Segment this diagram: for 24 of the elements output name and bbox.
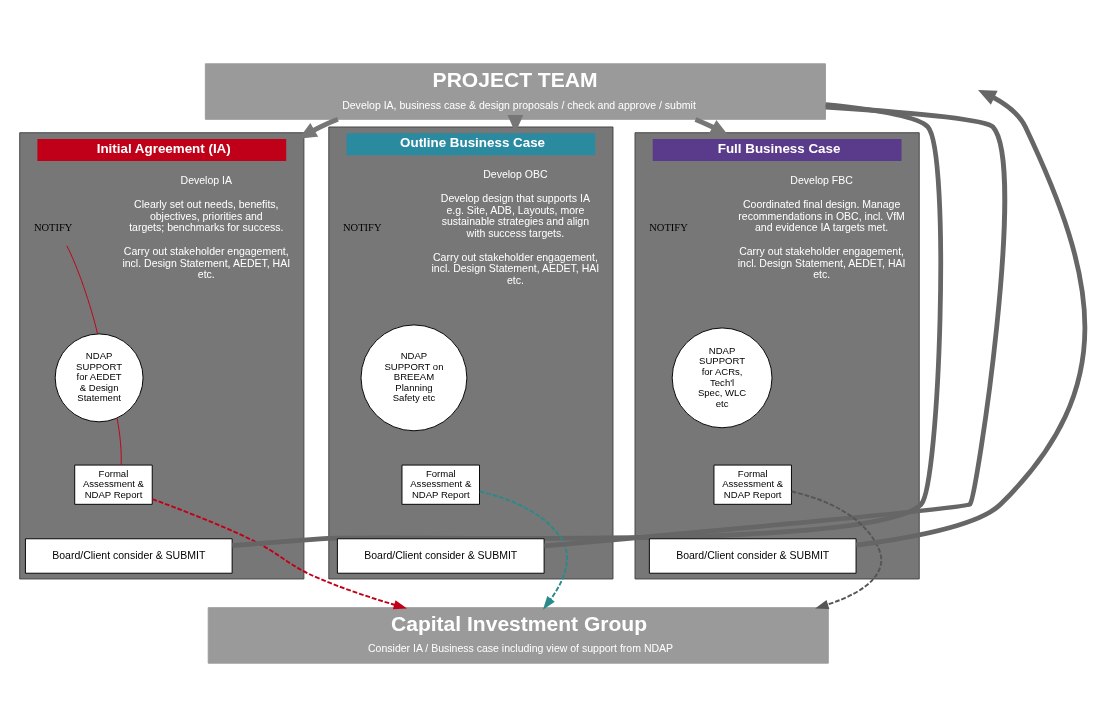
node-circle: NDAP SUPPORT on BREEAM Planning Safety etc bbox=[360, 324, 468, 432]
node-circle: NDAP SUPPORT for AEDET & Design Statement bbox=[54, 333, 144, 423]
arrow bbox=[694, 117, 729, 136]
connector bbox=[116, 417, 122, 466]
node-text: Develop OBC Develop design that supports IA e.g. Site, ADB, Layouts, more sustainable strategies and align with success targets. Carry out stakeholder engagement, incl. Design Statement, AEDET, HAI etc. bbox=[431, 168, 600, 286]
node-circle: NDAP SUPPORT for ACRs, Tech'l Spec, WLC etc bbox=[671, 327, 773, 429]
node-text: Develop FBC Coordinated final design. Manage recommendations in OBC, incl. VfM and evidence IA targets met. Carry out stakeholder engagement, incl. Design Statement, AEDET, HAI etc. bbox=[737, 174, 906, 280]
arrow bbox=[478, 490, 568, 610]
node-text: NOTIFY bbox=[649, 222, 688, 234]
node-box: Formal Assessment & NDAP Report bbox=[401, 464, 480, 505]
node-text: Develop IA Clearly set out needs, benefits, objectives, priorities and targets; benchmarks for success. Carry out stakeholder engagement, incl. Design Statement, AEDET, HAI etc. bbox=[122, 174, 291, 280]
node-box: Board/Client consider & SUBMIT bbox=[648, 538, 857, 574]
node-box: Formal Assessment & NDAP Report bbox=[713, 464, 792, 505]
node-box: Formal Assessment & NDAP Report bbox=[74, 464, 153, 505]
node-box: Board/Client consider & SUBMIT bbox=[24, 538, 233, 574]
connector bbox=[544, 104, 1007, 549]
node-box: Capital Investment Group Consider IA / Business case including view of support from NDAP bbox=[207, 607, 829, 664]
connector bbox=[232, 102, 944, 549]
connector bbox=[66, 245, 99, 335]
node-text: NOTIFY bbox=[343, 222, 382, 234]
node-text: NOTIFY bbox=[33, 222, 73, 234]
arrow bbox=[151, 498, 408, 610]
node-box: Board/Client consider & SUBMIT bbox=[336, 538, 545, 574]
arrow bbox=[790, 490, 883, 609]
